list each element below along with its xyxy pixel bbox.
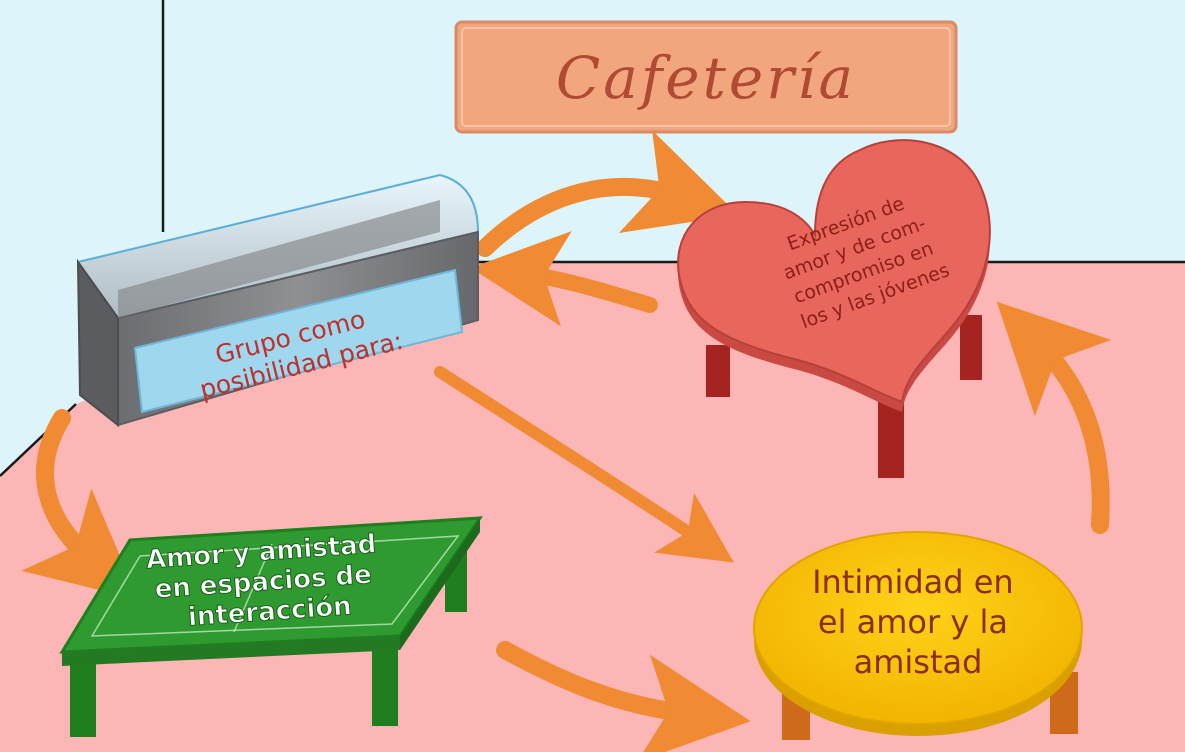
arrow-case-to-heart [476,130,739,257]
sign-title: Cafetería [556,44,856,112]
heart-leg-left [706,345,730,397]
green-table: Amor y amistad en espacios de interacció… [59,516,483,737]
oval-line-2: el amor y la [818,603,1008,641]
heart-table: Expresión de amor y de com- compromiso e… [677,139,991,478]
arrow-oval-to-heart [996,301,1112,534]
svg-text:Intimidad en el amor y l: Intimidad en el amor y la amistad [812,563,1024,681]
arrow-case-to-oval [434,366,734,563]
arrow-heart-to-case [470,231,658,327]
arrow-green-to-oval [496,641,751,752]
title-sign: Cafetería [454,20,958,134]
oval-line-3: amistad [854,643,983,681]
case-label [133,268,464,414]
oval-table: Intimidad en el amor y la amistad [753,531,1083,740]
arrows [21,130,1112,752]
display-case: Grupo como posibilidad para: [76,173,480,428]
arrow-case-to-green [21,409,139,600]
svg-text:Amor y amistad en espaci: Amor y amistad en espacios de interacció… [145,529,390,635]
oval-line-1: Intimidad en [812,563,1014,601]
heart-leg-right [960,315,982,380]
green-leg-front-left [70,652,96,737]
